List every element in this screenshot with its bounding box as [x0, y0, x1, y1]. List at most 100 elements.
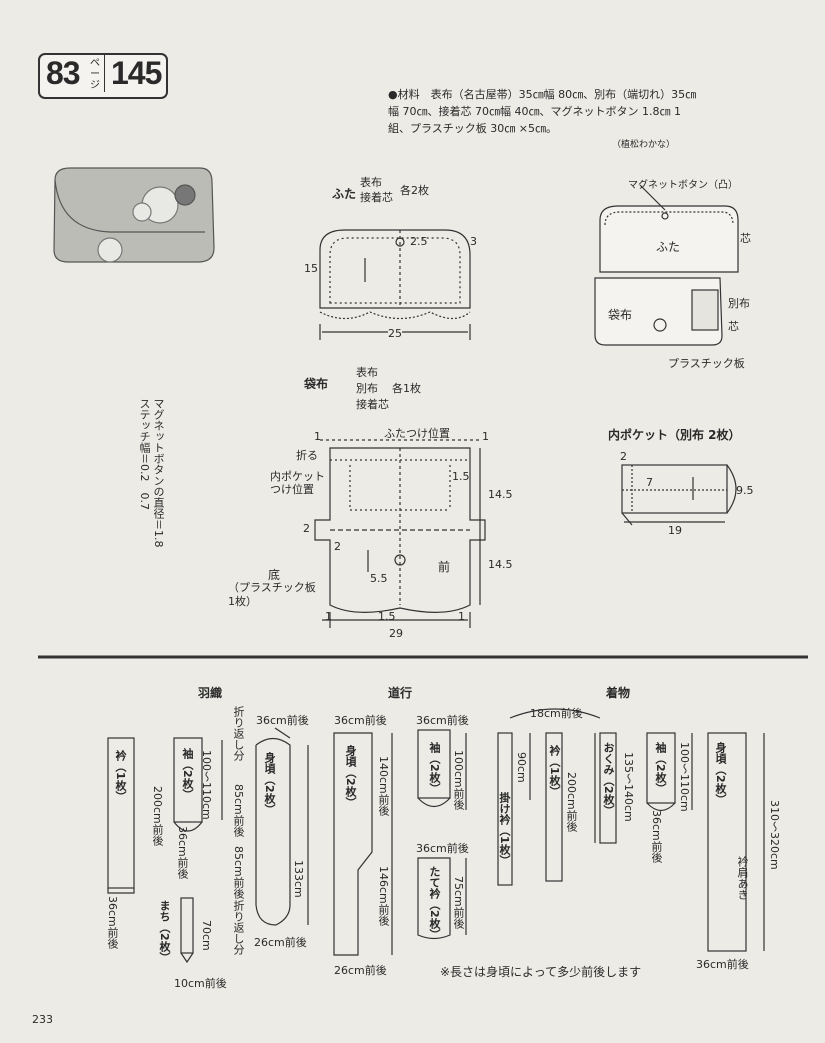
front-label: 前	[438, 560, 451, 574]
flap-fabric-main: 表布	[360, 176, 382, 189]
kimono-migoro-width: 36cm前後	[696, 958, 749, 971]
plastic-board-label: （プラスチック板1枚）	[228, 581, 316, 608]
flap-seam: 3	[470, 235, 477, 248]
flap-attach-position: ふたつけ位置	[384, 427, 450, 440]
kimono-migoro-label: 身頃（2枚）	[714, 742, 727, 805]
bag-count: 各1枚	[392, 382, 421, 395]
fold-label: 折る	[296, 449, 318, 462]
pattern-badge: 83 ページ 145	[38, 53, 168, 99]
michi-migoro-label: 身頃（2枚）	[344, 745, 357, 808]
kimono-sode-label: 袖（2枚）	[654, 742, 667, 794]
kimono-kakeeri-label: 掛け衿（1枚）	[498, 792, 511, 866]
bag-dim-2-left: 2	[303, 522, 310, 535]
haori-machi-length: 70cm	[200, 920, 213, 951]
haori-85-a: 85cm前後	[232, 784, 245, 837]
kimono-sode-length: 100〜110cm	[678, 742, 691, 812]
bottom-label: 底	[268, 568, 281, 582]
kimono-okumi-length: 135〜140cm	[622, 752, 635, 822]
kimono-okumi-label: おくみ（2枚）	[602, 742, 615, 816]
pocket-title: 内ポケット（別布 2枚）	[608, 428, 741, 442]
bag-body-pattern-piece	[314, 439, 486, 628]
haori-pattern-pieces	[107, 727, 309, 964]
magnet-diameter-note: マグネットボタンの直径＝1.8	[152, 398, 165, 548]
michi-140: 140cm前後	[377, 756, 390, 816]
flap-fabric-interfacing: 接着芯	[360, 191, 393, 204]
haori-fold-2: 折り返し分	[232, 900, 245, 955]
flap-radius: 2.5	[410, 235, 428, 248]
michi-migoro-bottom: 26cm前後	[334, 964, 387, 977]
michi-sode-top: 36cm前後	[416, 714, 469, 727]
haori-fold-1: 折り返し分	[232, 706, 245, 761]
bag-dim-1b: 1	[482, 430, 489, 443]
illus-core2-label: 芯	[728, 320, 739, 333]
michi-tateeri-label: たて衿（2枚）	[428, 866, 441, 940]
bag-dim-1-5: 1.5	[452, 470, 470, 483]
page-number: 233	[32, 1013, 53, 1026]
page-unit-label: ページ	[90, 58, 100, 91]
stitch-width-note: ステッチ幅＝0.2 0.7	[138, 398, 151, 510]
haori-sode-label: 袖（2枚）	[181, 748, 194, 800]
purse-photo-illustration	[53, 167, 215, 263]
flap-height: 15	[304, 262, 318, 275]
haori-migoro-top: 36cm前後	[256, 714, 309, 727]
haori-migoro-bottom: 26cm前後	[254, 936, 307, 949]
flap-width: 25	[388, 327, 402, 340]
kimono-heading: 着物	[606, 686, 631, 700]
kimono-sode-width: 36cm前後	[650, 810, 663, 863]
michi-tateeri-top: 36cm前後	[416, 842, 469, 855]
bag-dim-1-bl: 1	[325, 610, 332, 623]
michi-migoro-top: 36cm前後	[334, 714, 387, 727]
kimono-eriake: 衿肩あき	[736, 856, 749, 900]
michi-146: 146cm前後	[377, 866, 390, 926]
finished-purse-illustration	[594, 184, 739, 346]
michi-sode-label: 袖（2枚）	[428, 742, 441, 794]
haori-heading: 羽織	[198, 686, 223, 700]
flap-count: 各2枚	[400, 184, 429, 197]
bag-dim-1-br: 1	[458, 610, 465, 623]
inner-pocket-pattern-piece	[621, 464, 737, 526]
haori-migoro-133: 133cm	[292, 860, 305, 898]
pattern-number: 145	[104, 55, 162, 92]
page-ref-number: 83	[46, 55, 81, 91]
michi-tateeri-length: 75cm前後	[452, 876, 465, 929]
kimono-top-width: 18cm前後	[530, 707, 583, 720]
haori-machi-label: まち（2枚）	[158, 900, 171, 963]
pocket-attach-position: 内ポケットつけ位置	[270, 470, 325, 496]
author-credit: （植松わかな）	[612, 140, 676, 150]
haori-eri-length: 200cm前後	[151, 786, 164, 846]
flap-title: ふた	[332, 187, 357, 201]
bag-dim-14-5-bottom: 14.5	[488, 558, 513, 571]
michiyuki-heading: 道行	[388, 686, 413, 700]
bag-fabric-interfacing: 接着芯	[356, 398, 389, 411]
kimono-migoro-length: 310〜320cm	[768, 800, 781, 870]
illus-other-fabric-label: 別布	[728, 297, 750, 310]
bag-title: 袋布	[304, 377, 329, 391]
bag-dim-2-inner: 2	[334, 540, 341, 553]
bag-fabric-main: 表布	[356, 366, 378, 379]
bag-dim-1: 1	[314, 430, 321, 443]
haori-eri-label: 衿（1枚）	[114, 750, 127, 802]
illus-core-label: 芯	[740, 232, 751, 245]
michiyuki-pattern-pieces	[333, 729, 467, 956]
kimono-kakeeri-length: 90cm	[515, 752, 528, 783]
haori-sode-length: 100〜110cm	[200, 750, 213, 820]
illus-flap-label: ふた	[656, 240, 681, 254]
bag-dim-1-5-b: 1.5	[378, 610, 396, 623]
pocket-dim-19: 19	[668, 524, 682, 537]
haori-machi-width: 10cm前後	[174, 977, 227, 990]
illus-plastic-label: プラスチック板	[668, 357, 745, 370]
haori-sode-width: 36cm前後	[176, 826, 189, 879]
michi-sode-length: 100cm前後	[452, 750, 465, 810]
haori-eri-width: 36cm前後	[106, 896, 119, 949]
haori-85-b: 85cm前後	[232, 846, 245, 899]
length-note: ※長さは身頃によって多少前後します	[440, 965, 642, 979]
magnet-button-label: マグネットボタン（凸）	[628, 180, 738, 191]
pocket-dim-2: 2	[620, 450, 627, 463]
bag-dim-14-5-top: 14.5	[488, 488, 513, 501]
materials-text: ●材料 表布（名古屋帯）35㎝幅 80㎝、別布（端切れ）35㎝幅 70㎝、接着芯…	[388, 88, 697, 135]
kimono-eri-length: 200cm前後	[565, 772, 578, 832]
pocket-dim-9-5: 9.5	[736, 484, 754, 497]
illus-bag-label: 袋布	[608, 308, 633, 322]
kimono-pattern-pieces	[497, 708, 765, 952]
